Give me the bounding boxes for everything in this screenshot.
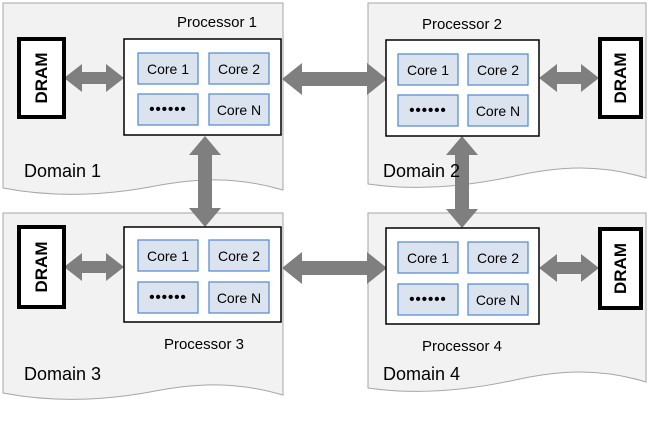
core-box bbox=[397, 94, 459, 127]
dram-2-link-arrow bbox=[539, 64, 599, 92]
domain-4-label: Domain 4 bbox=[383, 364, 460, 384]
domain-1: Processor 1 Core 1 Core 2 •••••• Core N … bbox=[17, 14, 282, 181]
core-box bbox=[208, 239, 270, 272]
core-label: Core 2 bbox=[477, 62, 519, 78]
domain-3: Core 1 Core 2 •••••• Core N Processor 3 … bbox=[17, 225, 282, 384]
core-box bbox=[397, 241, 459, 274]
processor-3: Core 1 Core 2 •••••• Core N bbox=[123, 226, 282, 323]
dram-3-box bbox=[17, 225, 66, 309]
processor-1-label: Processor 1 bbox=[177, 14, 257, 31]
domain-2-label: Domain 2 bbox=[383, 161, 460, 181]
processor-1-3-link-arrow bbox=[189, 136, 221, 227]
processor-2-label: Processor 2 bbox=[422, 16, 502, 33]
core-box bbox=[397, 283, 459, 316]
core-box bbox=[208, 281, 270, 314]
dram-4-box bbox=[598, 227, 643, 310]
dram-2-label: DRAM bbox=[611, 53, 630, 104]
dram-4-label: DRAM bbox=[611, 243, 630, 294]
core-box bbox=[467, 241, 529, 274]
core-ellipsis-label: •••••• bbox=[149, 101, 187, 118]
core-label: Core N bbox=[476, 103, 520, 119]
core-ellipsis-label: •••••• bbox=[409, 291, 447, 308]
dram-3-label: DRAM bbox=[32, 242, 51, 293]
domain-1-label: Domain 1 bbox=[24, 161, 101, 181]
core-label: Core 2 bbox=[218, 248, 260, 264]
processor-4: Core 1 Core 2 •••••• Core N bbox=[385, 227, 540, 325]
domain-3-label: Domain 3 bbox=[24, 364, 101, 384]
processor-3-label: Processor 3 bbox=[164, 336, 244, 353]
core-box bbox=[397, 53, 459, 86]
dram-1-label: DRAM bbox=[32, 53, 51, 104]
core-box bbox=[208, 93, 270, 126]
dram-2-box bbox=[598, 37, 643, 119]
core-label: Core 1 bbox=[147, 61, 189, 77]
core-label: Core 2 bbox=[218, 61, 260, 77]
core-ellipsis-label: •••••• bbox=[409, 102, 447, 119]
dram-1-link-arrow bbox=[64, 64, 124, 92]
core-box bbox=[467, 283, 529, 316]
processor-2: Core 1 Core 2 •••••• Core N bbox=[385, 39, 540, 137]
core-box bbox=[467, 53, 529, 86]
core-label: Core N bbox=[217, 102, 261, 118]
core-label: Core N bbox=[217, 290, 261, 306]
processor-1-2-link-arrow bbox=[282, 63, 387, 95]
dram-4-link-arrow bbox=[539, 254, 599, 282]
processor-1: Core 1 Core 2 •••••• Core N bbox=[123, 38, 282, 136]
core-label: Core 1 bbox=[407, 250, 449, 266]
dram-1-box bbox=[17, 37, 66, 119]
domain-2: Processor 2 Core 1 Core 2 •••••• Core N … bbox=[383, 16, 643, 181]
dram-3-link-arrow bbox=[64, 253, 124, 281]
core-label: Core 1 bbox=[147, 248, 189, 264]
core-label: Core 1 bbox=[407, 62, 449, 78]
core-label: Core N bbox=[476, 292, 520, 308]
core-label: Core 2 bbox=[477, 250, 519, 266]
core-box bbox=[137, 239, 199, 272]
core-box bbox=[137, 281, 199, 314]
core-box bbox=[137, 93, 199, 126]
processor-4-label: Processor 4 bbox=[422, 338, 502, 355]
core-box bbox=[467, 94, 529, 127]
core-box bbox=[208, 52, 270, 85]
processor-3-4-link-arrow bbox=[282, 252, 387, 284]
domain-4: Core 1 Core 2 •••••• Core N Processor 4 … bbox=[383, 227, 643, 384]
core-ellipsis-label: •••••• bbox=[149, 289, 187, 306]
core-box bbox=[137, 52, 199, 85]
processor-2-4-link-arrow bbox=[446, 136, 478, 228]
